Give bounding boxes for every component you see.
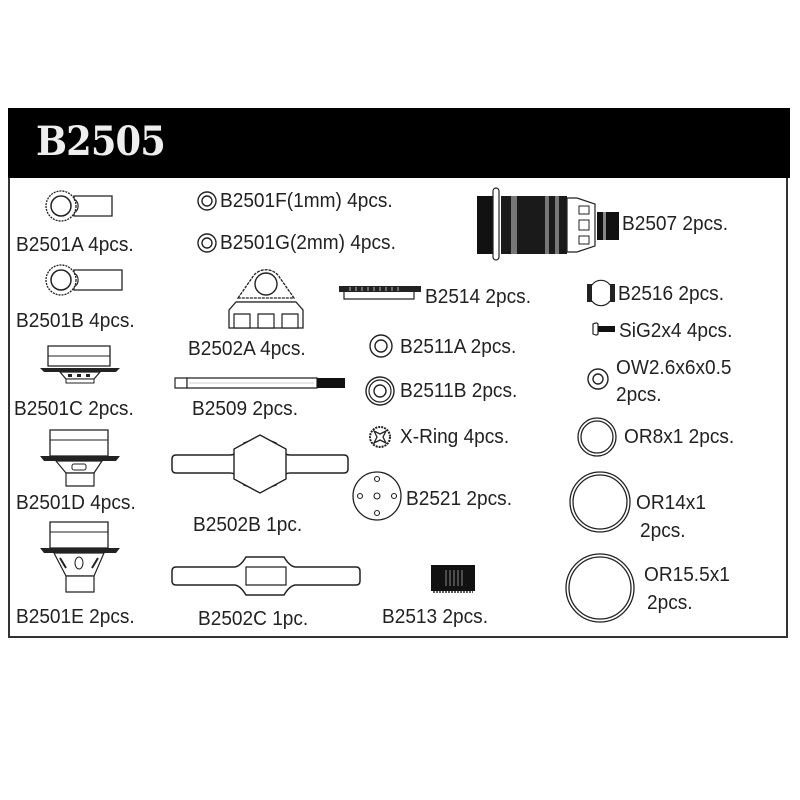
- b2521-piston-icon: [351, 470, 403, 522]
- label-b2511b: B2511B 2pcs.: [400, 379, 518, 402]
- b2511a-washer-icon: [368, 333, 394, 359]
- label-b2514: B2514 2pcs.: [425, 285, 532, 308]
- label-b2501a: B2501A 4pcs.: [16, 233, 134, 256]
- b2501b-rod-end-icon: [44, 264, 124, 298]
- label-ow-name: OW2.6x6x0.5: [616, 356, 732, 379]
- label-or14-name: OR14x1: [636, 491, 706, 514]
- label-or14-qty: 2pcs.: [640, 519, 686, 542]
- header-bar: B2505: [8, 108, 790, 178]
- label-b2502b: B2502B 1pc.: [193, 513, 303, 536]
- washer-icon: [196, 232, 218, 254]
- b2511b-washer-icon: [364, 375, 396, 407]
- b2514-collar-icon: [339, 286, 421, 301]
- label-b2501g: B2501G(2mm) 4pcs.: [220, 231, 396, 254]
- label-b2513: B2513 2pcs.: [382, 605, 489, 628]
- b2501e-cap-icon: [40, 520, 120, 596]
- o-ring-small-icon: [576, 416, 618, 458]
- label-b2507: B2507 2pcs.: [622, 212, 729, 235]
- label-or155-name: OR15.5x1: [644, 563, 730, 586]
- label-b2501d: B2501D 4pcs.: [16, 491, 136, 514]
- label-b2509: B2509 2pcs.: [192, 397, 299, 420]
- b2509-shaft-icon: [174, 377, 345, 389]
- label-b2502a: B2502A 4pcs.: [188, 337, 306, 360]
- label-b2501f: B2501F(1mm) 4pcs.: [220, 189, 393, 212]
- label-sig2x4: SiG2x4 4pcs.: [619, 319, 733, 342]
- b2502a-mount-icon: [226, 266, 306, 330]
- b2501a-rod-end-icon: [44, 190, 114, 224]
- label-b2511a: B2511A 2pcs.: [400, 335, 517, 358]
- label-x-ring: X-Ring 4pcs.: [400, 425, 510, 448]
- washer-icon: [586, 367, 610, 391]
- b2513-bushing-icon: [431, 565, 475, 594]
- o-ring-medium-icon: [568, 470, 632, 534]
- b2507-shock-body-icon: [477, 186, 619, 262]
- label-ow-qty: 2pcs.: [616, 383, 662, 406]
- o-ring-large-icon: [564, 552, 636, 624]
- label-b2502c: B2502C 1pc.: [198, 607, 309, 630]
- b2516-ball-icon: [587, 281, 615, 307]
- label-b2501b: B2501B 4pcs.: [16, 309, 135, 332]
- label-b2501e: B2501E 2pcs.: [16, 605, 135, 628]
- b2502b-wrench-icon: [172, 425, 348, 509]
- b2501c-cap-icon: [40, 344, 120, 384]
- label-b2516: B2516 2pcs.: [618, 282, 725, 305]
- label-or155-qty: 2pcs.: [647, 591, 693, 614]
- label-b2521: B2521 2pcs.: [406, 487, 513, 510]
- label-or8x1: OR8x1 2pcs.: [624, 425, 735, 448]
- screw-icon: [592, 322, 615, 336]
- b2502c-wrench-icon: [172, 553, 360, 599]
- washer-icon: [196, 190, 218, 212]
- label-b2501c: B2501C 2pcs.: [14, 397, 134, 420]
- kit-title: B2505: [36, 118, 166, 165]
- b2501d-cap-icon: [40, 428, 120, 488]
- x-ring-icon: [368, 425, 392, 449]
